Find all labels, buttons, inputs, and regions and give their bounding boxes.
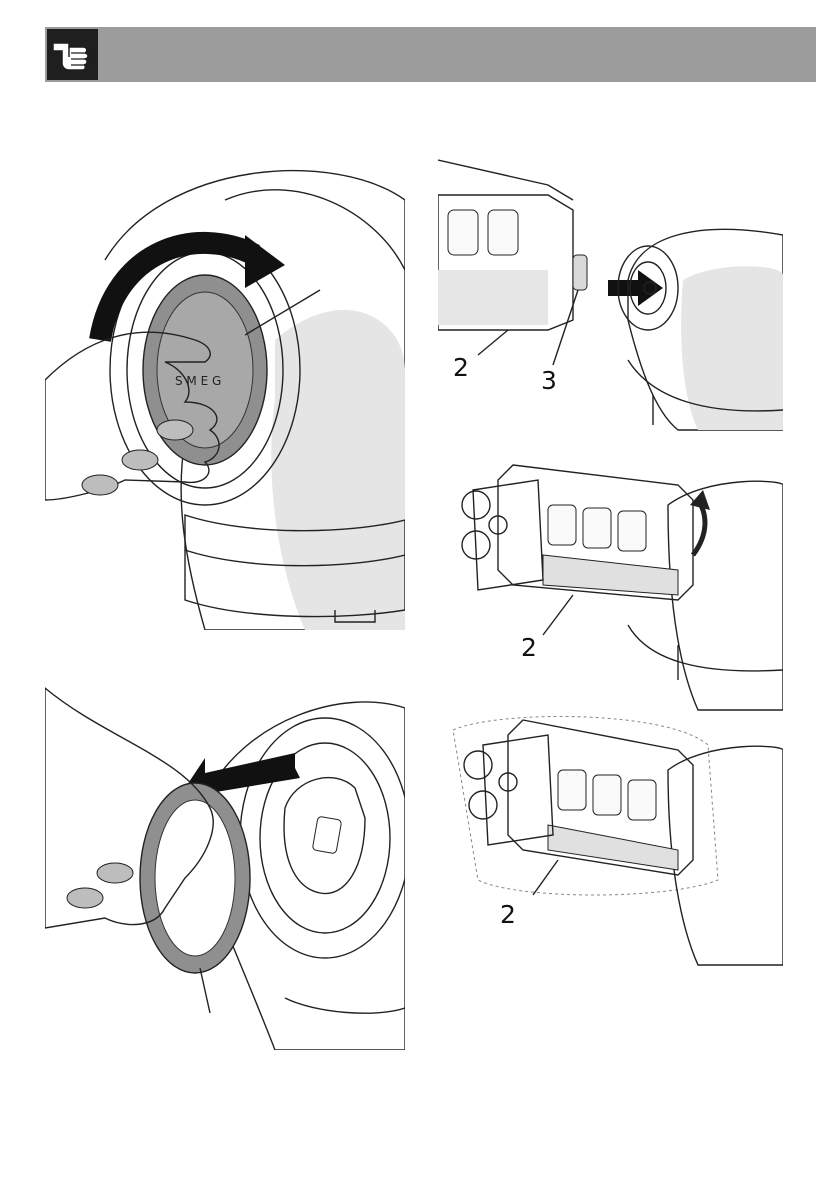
pointing-hand-icon bbox=[47, 29, 98, 80]
callout-3: 3 bbox=[541, 368, 557, 393]
figure-rotate-cover: S M E G bbox=[45, 140, 405, 630]
figure-attachment-mounted: 2 bbox=[438, 710, 783, 970]
figure-insert-attachment: 2 3 bbox=[438, 140, 783, 440]
figure-remove-cover bbox=[45, 678, 405, 1050]
callout-2: 2 bbox=[521, 635, 537, 660]
svg-text:S M E G: S M E G bbox=[175, 374, 221, 388]
figure-attachment-rotate: 2 bbox=[438, 445, 783, 715]
callout-2: 2 bbox=[453, 355, 469, 380]
section-header-bar bbox=[45, 27, 816, 82]
callout-2: 2 bbox=[500, 902, 516, 927]
